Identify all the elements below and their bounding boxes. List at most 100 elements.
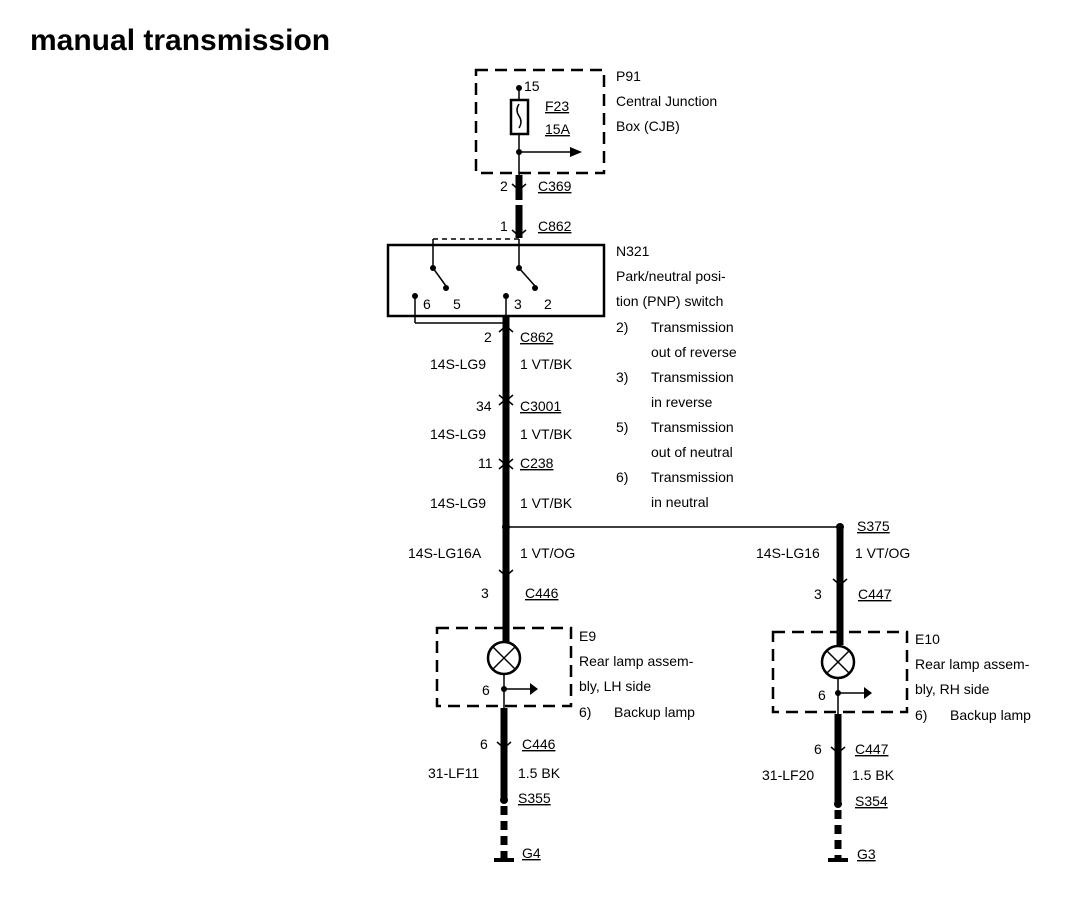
rh-lamp-outline [771,630,909,714]
cjb-id: P91 [616,68,641,84]
splice-s354-dot [834,800,842,808]
pnp-note-line1: Transmission [651,469,734,485]
pnp-note-line2: in neutral [651,494,709,510]
pnp-pin-2: 2 [544,296,552,312]
s355-name: S355 [518,790,551,806]
splice-s355-dot [500,796,508,804]
pnp-note-num: 6) [616,469,628,485]
bulb-cross-b [826,650,850,674]
c446-in-pin: 3 [481,585,489,601]
c369-pin: 2 [500,178,508,194]
left-wire-spec: 1 VT/OG [520,545,575,561]
lh-lamp-id: E9 [579,628,596,644]
c3001-name: C3001 [520,398,561,414]
lh-lamp-pin: 6 [482,682,490,698]
c862-top-connector-icon [511,229,527,237]
lh-lamp-name-line1: Rear lamp assem- [579,653,694,669]
pnp-pin-5: 5 [453,296,461,312]
c447-out-pin: 6 [814,741,822,757]
right-wire-spec: 1 VT/OG [855,545,910,561]
pnp-note-line1: Transmission [651,319,734,335]
left-ground-circuit: 31-LF11 [428,765,479,781]
s375-name: S375 [857,518,890,534]
lh-lamp-name-line2: bly, LH side [579,678,651,694]
c3001-pin: 34 [476,398,492,414]
page-title: manual transmission [30,24,330,57]
g4-name: G4 [522,845,541,861]
c446-out-name: C446 [522,736,556,752]
pnp-note-line1: Transmission [651,369,734,385]
c238-name: C238 [520,455,554,471]
left-ground-spec: 1.5 BK [518,765,561,781]
fuse-rating: 15A [545,121,571,137]
c862-bottom-pin: 2 [484,329,492,345]
cjb-outline [474,68,606,175]
fuse-icon [516,103,522,129]
c446-out-connector-icon [496,741,512,749]
c447-in-connector-icon [832,578,848,586]
wire2-spec: 1 VT/BK [520,426,573,442]
left-branch: 14S-LG16A 1 VT/OG 3 C446 6 E9 Rear lamp … [408,545,695,862]
c862-bottom-name: C862 [520,329,554,345]
c447-in-pin: 3 [814,586,822,602]
lh-lamp-note-num: 6) [579,704,591,720]
right-ground-circuit: 31-LF20 [762,767,814,783]
pnp-note-num: 5) [616,419,628,435]
wire1-spec: 1 VT/BK [520,356,573,372]
right-wire-circuit: 14S-LG16 [756,545,820,561]
pnp-pin-3: 3 [514,296,522,312]
pnp-switch: 6 5 3 2 N321 Park/neutral posi- tion (PN… [386,238,726,324]
left-wire-circuit: 14S-LG16A [408,545,482,561]
lh-lamp-note: Backup lamp [614,704,695,720]
c238-connector-icon [498,458,514,470]
c446-in-name: C446 [525,585,559,601]
fuse-name: F23 [545,98,569,114]
c238-pin: 11 [478,455,493,471]
rh-lamp-id: E10 [915,631,940,647]
rh-lamp-note-num: 6) [915,707,927,723]
pnp-note-num: 3) [616,369,628,385]
c862-top-pin: 1 [500,218,508,234]
c3001-connector-icon [498,394,514,406]
pnp-notes: 2) Transmission out of reverse 3) Transm… [616,319,737,510]
ground-tab-icon [530,683,538,695]
pnp-pin-6: 6 [423,296,431,312]
cjb-name-line2: Box (CJB) [616,118,680,134]
pnp-switch-b-blade [518,267,536,287]
cjb-branch-arrow-icon [570,147,582,157]
s354-name: S354 [855,793,888,809]
wire1-circuit: 14S-LG9 [430,356,486,372]
right-branch: 14S-LG16 1 VT/OG 3 C447 6 E10 Rear lamp … [756,527,1031,862]
pnp-note-line2: out of neutral [651,444,733,460]
pnp-note-line2: out of reverse [651,344,737,360]
pnp-note-line2: in reverse [651,394,713,410]
rh-lamp-note: Backup lamp [950,707,1031,723]
central-junction-box: 15 F23 15A P91 Central Junction Box (CJB… [474,68,717,180]
wire3-spec: 1 VT/BK [520,495,573,511]
c369-connector-icon [511,183,527,191]
c447-in-name: C447 [858,586,892,602]
wire3-circuit: 14S-LG9 [430,495,486,511]
ground-tab-icon [864,687,872,699]
bulb-cross-b [492,646,516,670]
c369-name: C369 [538,178,572,194]
pnp-switch-b-contact [532,285,538,291]
pnp-name-line1: Park/neutral posi- [616,268,726,284]
rh-lamp-name-line2: bly, RH side [915,681,990,697]
g3-name: G3 [857,846,876,862]
pnp-switch-a-blade [432,267,447,287]
lh-lamp-outline [435,626,573,708]
wire2-circuit: 14S-LG9 [430,426,486,442]
cjb-pin-label: 15 [524,78,540,94]
pnp-id: N321 [616,243,650,259]
pnp-name-line2: tion (PNP) switch [616,293,723,309]
c446-out-pin: 6 [480,736,488,752]
c446-in-connector-icon [498,569,514,577]
c862-bottom-connector-icon [498,325,514,333]
right-ground-spec: 1.5 BK [852,767,895,783]
c862-top-name: C862 [538,218,572,234]
c447-out-name: C447 [855,741,889,757]
pnp-switch-a-contact [443,285,449,291]
pnp-note-num: 2) [616,319,628,335]
